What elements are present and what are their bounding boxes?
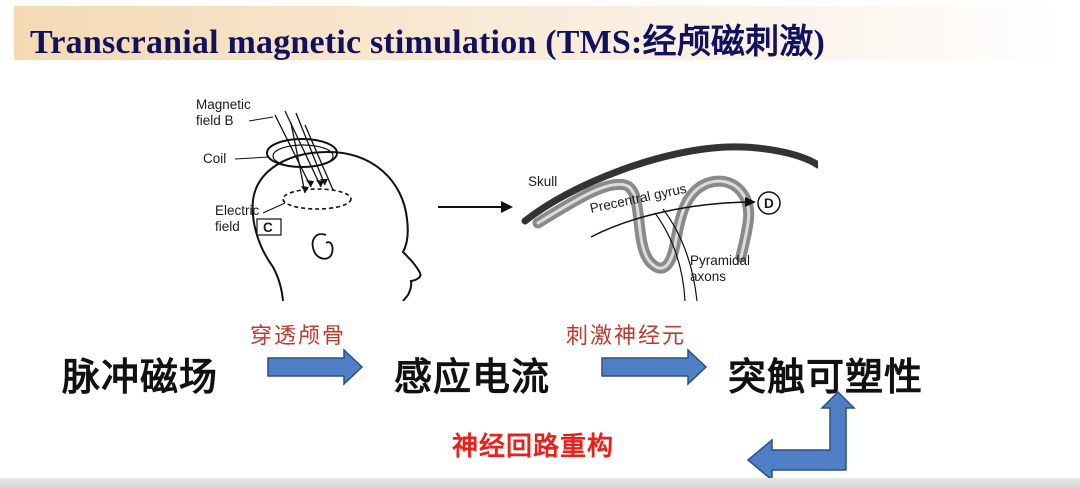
field-b-leader-line <box>248 116 274 122</box>
tms-figure: Magnetic field B Coil Electric field C S… <box>193 95 818 301</box>
coil-shape-inner <box>272 144 334 168</box>
electric-field-label: Electric <box>215 203 260 218</box>
title-bar <box>14 6 1066 60</box>
magnetic-field-arrowheads <box>301 179 328 193</box>
head-outline <box>251 150 422 301</box>
pyramidal-axon-line-2 <box>662 208 698 301</box>
pyramidal-label: Pyramidal <box>690 253 750 268</box>
stimulus-path-arrowhead <box>745 197 756 207</box>
loop-arrow <box>746 390 856 482</box>
stimulus-path-arrow <box>590 201 749 238</box>
arrow1-label: 穿透颅骨 <box>250 324 347 349</box>
slide-title: Transcranial magnetic stimulation (TMS:经… <box>30 24 826 61</box>
coil-leader-line <box>234 156 270 160</box>
footer-bar <box>0 478 1080 488</box>
electric-leader-line <box>262 202 286 214</box>
loop-label: 神经回路重构 <box>452 432 615 462</box>
skull-label: Skull <box>528 174 557 189</box>
step-induced-current: 感应电流 <box>394 355 551 399</box>
coil-label: Coil <box>203 151 226 166</box>
step-synaptic-plasticity: 突触可塑性 <box>728 355 924 399</box>
magnetic-field-label-2: field B <box>196 113 234 128</box>
step-pulse-magnetic-field: 脉冲磁场 <box>62 355 219 399</box>
pyramidal-label-2: axons <box>690 269 726 284</box>
panel-d-circle <box>757 191 781 215</box>
ear-shape <box>311 233 334 260</box>
magnetic-field-label: Magnetic <box>196 97 251 112</box>
electric-field-label-2: field <box>215 219 240 234</box>
panel-c-letter: C <box>263 220 273 235</box>
tms-illustration: Magnetic field B Coil Electric field C S… <box>196 97 818 301</box>
panel-d-letter: D <box>764 196 774 211</box>
flow-arrow-1 <box>267 348 364 386</box>
skull-curve <box>521 143 818 225</box>
transition-arrowhead <box>501 201 513 213</box>
electric-field-loop <box>282 188 352 210</box>
flow-arrow-2 <box>601 348 708 386</box>
pyramidal-axon-line <box>654 212 686 301</box>
magnetic-field-lines <box>274 110 334 194</box>
panel-c-box <box>256 218 282 236</box>
arrow2-label: 刺激神经元 <box>566 324 687 349</box>
gyrus-band-inner <box>536 179 751 270</box>
